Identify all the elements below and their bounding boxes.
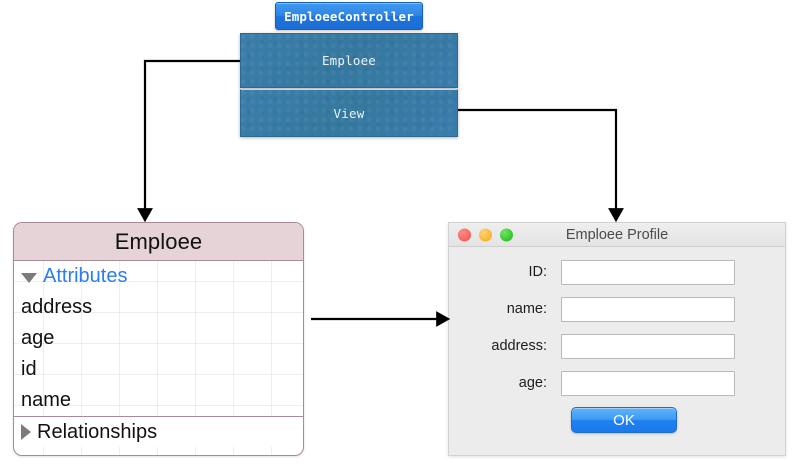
entity-title: Emploee xyxy=(114,228,203,254)
disclosure-triangle-right-icon[interactable] xyxy=(21,424,31,440)
ok-button[interactable]: OK xyxy=(571,407,677,433)
controller-tab[interactable]: EmploeeController xyxy=(275,2,423,30)
attributes-group-label: Attributes xyxy=(43,265,128,287)
view-panel[interactable]: View xyxy=(240,89,458,137)
entity-box[interactable]: Emploee Attributes address age id name R… xyxy=(13,222,304,456)
id-field-label: ID: xyxy=(528,264,547,280)
id-field[interactable] xyxy=(561,259,735,285)
controller-group: EmploeeController Emploee View xyxy=(240,0,458,140)
entity-attributes-group[interactable]: Attributes xyxy=(14,261,303,292)
entity-attribute-row[interactable]: name xyxy=(14,385,303,416)
profile-form: ID: name: address: age: OK xyxy=(449,247,785,433)
entity-attribute-row[interactable]: age xyxy=(14,323,303,354)
model-panel-label: Emploee xyxy=(321,53,377,68)
name-field[interactable] xyxy=(561,296,735,322)
age-field[interactable] xyxy=(561,370,735,396)
entity-attribute-label: name xyxy=(21,389,72,411)
profile-window[interactable]: Emploee Profile ID: name: address: age: … xyxy=(448,222,786,456)
controller-tab-label: EmploeeController xyxy=(284,8,414,24)
relationships-group-label: Relationships xyxy=(37,420,158,443)
zoom-button[interactable] xyxy=(500,228,513,241)
connector-controller-to-profile xyxy=(458,108,624,223)
entity-attribute-row[interactable]: address xyxy=(14,292,303,323)
profile-window-title: Emploee Profile xyxy=(565,226,669,243)
form-row-id: ID: xyxy=(449,259,785,285)
entity-attribute-label: address xyxy=(21,296,93,318)
address-field-label: address: xyxy=(491,338,547,354)
connector-controller-to-entity xyxy=(137,59,240,223)
profile-footer: OK xyxy=(449,407,785,433)
profile-titlebar[interactable]: Emploee Profile xyxy=(449,223,785,247)
entity-header: Emploee xyxy=(14,223,303,261)
form-row-age: age: xyxy=(449,370,785,396)
form-row-name: name: xyxy=(449,296,785,322)
entity-rows: Attributes address age id name Relations… xyxy=(14,261,303,447)
minimize-button[interactable] xyxy=(479,228,492,241)
close-button[interactable] xyxy=(458,228,471,241)
address-field[interactable] xyxy=(561,333,735,359)
form-row-address: address: xyxy=(449,333,785,359)
entity-attribute-row[interactable]: id xyxy=(14,354,303,385)
entity-attribute-label: id xyxy=(21,358,37,380)
name-field-label: name: xyxy=(506,301,547,317)
view-panel-label: View xyxy=(333,105,365,121)
entity-relationships-group[interactable]: Relationships xyxy=(14,416,303,447)
traffic-lights xyxy=(458,228,513,241)
disclosure-triangle-down-icon[interactable] xyxy=(21,272,37,283)
model-panel[interactable]: Emploee xyxy=(240,33,458,88)
age-field-label: age: xyxy=(518,375,547,391)
entity-attribute-label: age xyxy=(21,327,55,349)
